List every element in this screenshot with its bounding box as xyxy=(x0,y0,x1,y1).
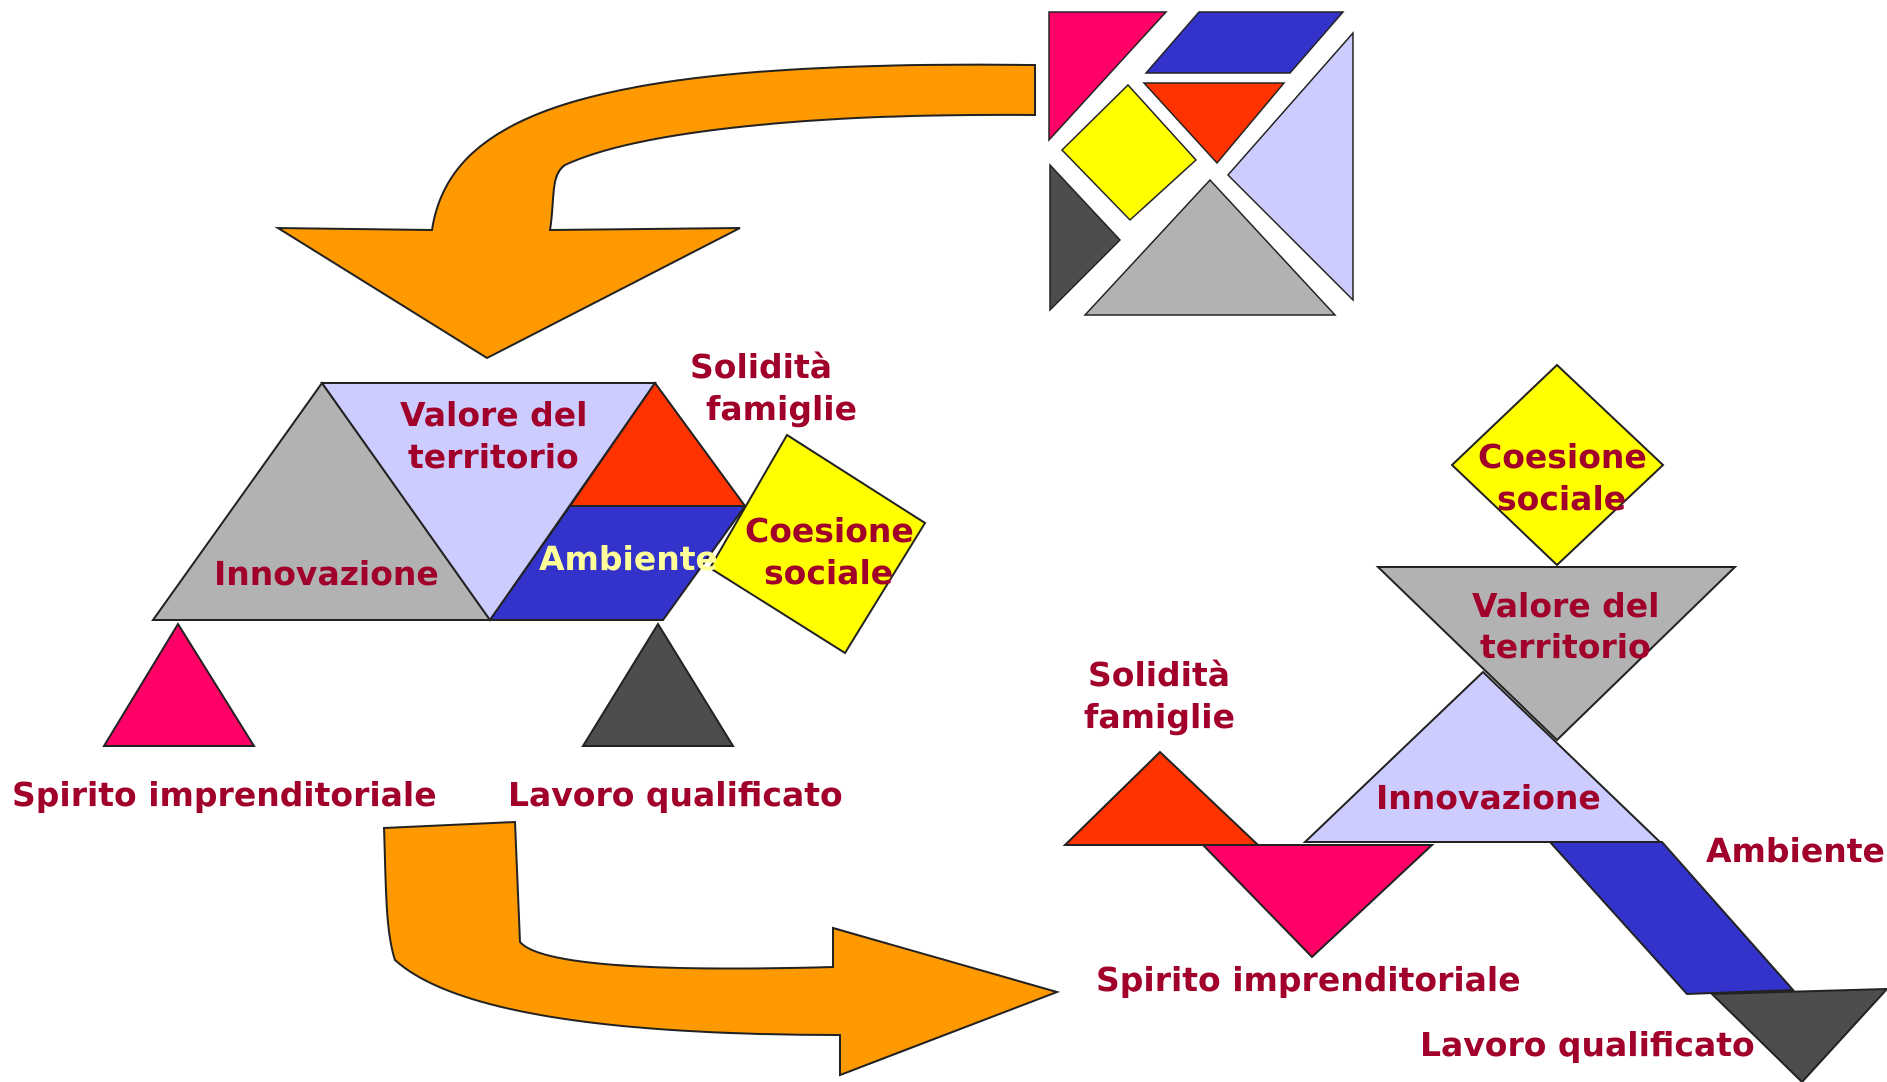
right-label-valore-del: Valore del xyxy=(1472,586,1659,625)
left-label-ambiente: Ambiente xyxy=(539,539,718,578)
left-yellow-square xyxy=(708,433,927,655)
right-label-sociale: sociale xyxy=(1497,479,1626,518)
right-label-lavoro: Lavoro qualificato xyxy=(1420,1025,1755,1064)
right-label-coesione: Coesione xyxy=(1478,437,1647,476)
tangram-yellow-square xyxy=(1060,83,1198,222)
right-label-ambiente: Ambiente xyxy=(1706,831,1885,870)
left-labels: Valore del territorio Solidità famiglie … xyxy=(12,347,914,814)
right-magenta-triangle xyxy=(1200,844,1435,959)
left-magenta-triangle xyxy=(102,622,256,747)
tangram-square xyxy=(1048,11,1354,316)
left-label-territorio: territorio xyxy=(408,437,579,476)
right-lavender-triangle xyxy=(1302,670,1663,843)
tangram-red-triangle xyxy=(1142,82,1286,165)
tangram-lavender-triangle xyxy=(1226,31,1354,302)
tangram-dark-gray-triangle xyxy=(1049,163,1122,312)
left-blue-parallelogram xyxy=(488,505,747,621)
left-label-innovazione: Innovazione xyxy=(214,554,439,593)
curved-arrow-top xyxy=(274,63,1036,360)
left-label-solidita: Solidità xyxy=(690,347,832,386)
curved-arrow-bottom xyxy=(382,820,1061,1077)
tangram-blue-parallelogram xyxy=(1144,11,1345,74)
left-label-valore-del: Valore del xyxy=(400,395,587,434)
right-label-solidita: Solidità xyxy=(1088,655,1230,694)
right-yellow-square xyxy=(1450,363,1665,567)
right-red-triangle xyxy=(1062,750,1261,846)
right-label-spirito: Spirito imprenditoriale xyxy=(1096,960,1521,999)
right-figure xyxy=(1062,363,1887,1082)
left-label-spirito: Spirito imprenditoriale xyxy=(12,775,437,814)
left-label-coesione: Coesione xyxy=(745,511,914,550)
left-label-lavoro: Lavoro qualificato xyxy=(508,775,843,814)
right-label-famiglie: famiglie xyxy=(1084,697,1235,736)
right-blue-parallelogram xyxy=(1547,841,1796,996)
tangram-magenta-triangle xyxy=(1048,11,1168,142)
right-dark-gray-triangle xyxy=(1709,987,1887,1082)
tangram-light-gray-triangle xyxy=(1083,178,1337,316)
right-light-gray-triangle xyxy=(1375,566,1738,742)
left-label-famiglie: famiglie xyxy=(706,389,857,428)
right-labels: Coesione sociale Valore del territorio S… xyxy=(1084,437,1885,1064)
left-label-sociale: sociale xyxy=(764,553,893,592)
left-figure xyxy=(102,381,927,747)
left-dark-gray-triangle xyxy=(581,622,735,747)
right-label-innovazione: Innovazione xyxy=(1376,778,1601,817)
right-label-territorio: territorio xyxy=(1480,627,1651,666)
